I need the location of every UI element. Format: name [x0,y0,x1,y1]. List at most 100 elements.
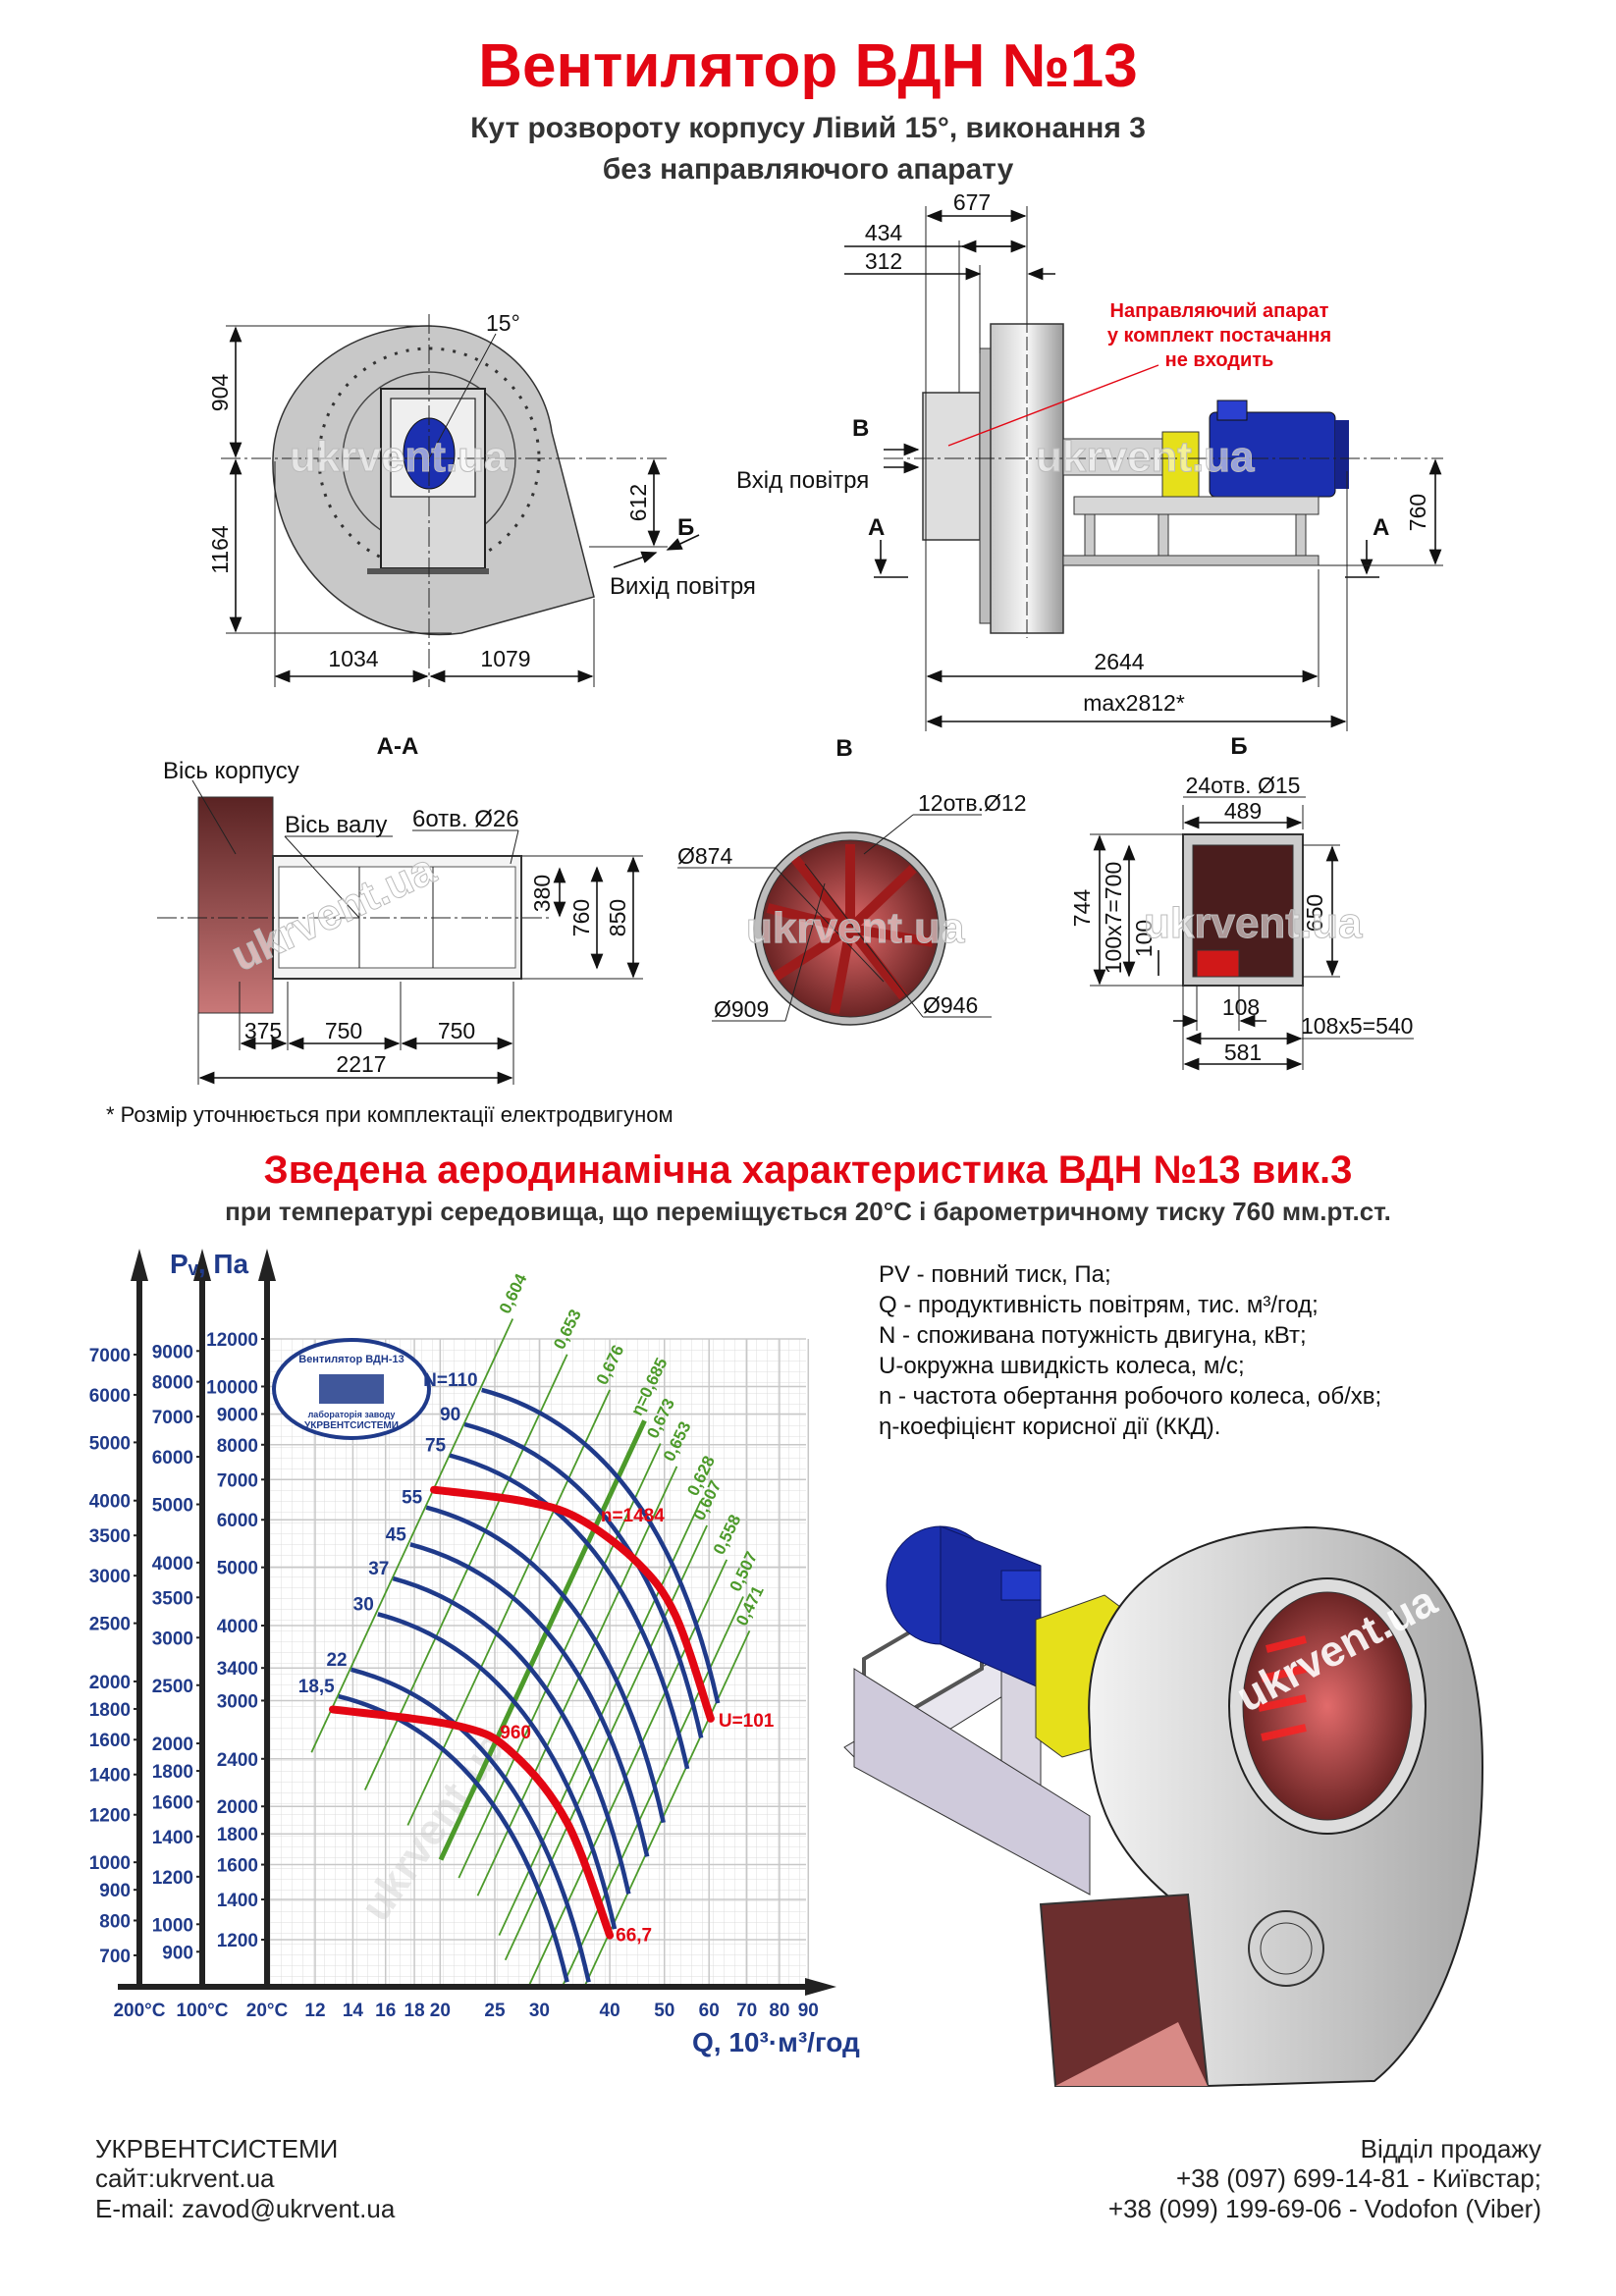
x-tick-label: 40 [600,2001,620,2021]
power-curve-label: 90 [440,1405,460,1425]
chart-logo: Вентилятор ВДН-13 лабораторія заводу УКР… [272,1338,431,1440]
x-tick-label: 70 [736,2001,757,2021]
axis-temperature-label: 20°C [246,2001,289,2021]
footer-phone-vodafone[interactable]: +38 (099) 199-69-06 - Vodofon (Viber) [1108,2194,1541,2223]
view-v-drawing: В 12отв.Ø12 Ø874 Ø909 Ø946 ukrvent.ua [677,735,1027,1026]
y-tick-label: 9000 [152,1342,193,1362]
legend-n-speed: n - частота обертання робочого колеса, о… [879,1383,1381,1410]
power-curve [377,1612,618,1930]
axis-temperature-label: 100°C [176,2001,228,2021]
y-tick-label: 1200 [217,1931,258,1951]
inlet-label: Вхід повітря [736,467,869,494]
dim-581: 581 [1224,1040,1262,1065]
y-tick-label: 1800 [217,1825,258,1845]
impeller-blades [766,844,934,1014]
page-subtitle-2: без направляючого апарату [603,153,1014,186]
guide-vane-note-line-2: у комплект постачання [1107,325,1331,347]
outlet-holes-label: 24отв. Ø15 [1186,773,1301,798]
footer-phone-kyivstar[interactable]: +38 (097) 699-14-81 - Київстар; [1176,2163,1541,2193]
dim-489: 489 [1224,798,1262,824]
dim-312: 312 [865,248,902,274]
x-tick-label: 25 [484,2001,506,2021]
x-tick-label: 30 [529,2001,550,2021]
legend-q: Q - продуктивність повітрям, тис. м³/год… [879,1292,1319,1318]
y-tick-label: 700 [99,1947,131,1967]
dim-1034: 1034 [328,646,378,671]
footer-email-link[interactable]: E-mail: zavod@ukrvent.ua [95,2194,396,2223]
power-curve [463,1421,704,1738]
x-tick-label: 18 [404,2001,425,2021]
y-tick-label: 900 [162,1943,193,1963]
power-curve [425,1505,666,1824]
power-curve-label: 55 [402,1488,423,1509]
y-tick-label: 7000 [152,1408,193,1428]
power-curve-label: 45 [386,1524,407,1545]
logo-bottom-text: УКРВЕНТСИСТЕМИ [304,1420,399,1431]
legend-eta: η-коефіцієнт корисної дії (ККД). [879,1414,1220,1440]
y-tick-label: 1000 [152,1915,193,1936]
outlet-label: Вихід повітря [610,573,756,600]
y-axis-arrow-icon [131,1249,148,1281]
watermark: ukrvent.ua [1036,433,1255,481]
power-curve-label: 30 [353,1594,374,1615]
y-tick-label: 1400 [152,1828,193,1848]
y-tick-label: 5000 [217,1559,258,1579]
dim-100: 100 [1131,920,1157,957]
footer-sales-dept: Відділ продажу [1361,2134,1541,2163]
dim-108: 108 [1222,994,1260,1020]
power-curve [392,1575,631,1895]
dim-1164: 1164 [207,525,233,574]
power-curve-label: 22 [326,1650,347,1671]
watermark: ukrvent.ua [746,904,965,952]
page-title: Вентилятор ВДН №13 [478,32,1137,100]
x-tick-label: 16 [375,2001,396,2021]
y-tick-label: 1600 [152,1792,193,1813]
y-axis-label: Pᵥ, Па [170,1249,249,1279]
footer-site-link[interactable]: сайт:ukrvent.ua [95,2163,275,2193]
dim-850: 850 [605,899,630,936]
y-tick-label: 8000 [217,1436,258,1457]
footer: УКРВЕНТСИСТЕМИ сайт:ukrvent.ua E-mail: z… [95,2134,1541,2223]
efficiency-line [310,1318,514,1753]
y-tick-label: 1400 [89,1766,131,1787]
dim-700: 100x7=700 [1101,862,1126,974]
y-tick-label: 4000 [152,1554,193,1575]
dim-d909: Ø909 [714,996,769,1022]
dim-540: 108x5=540 [1301,1013,1413,1039]
dim-max-2812: max2812* [1083,690,1185,716]
coupling-guard [1161,431,1200,498]
y-tick-label: 2400 [217,1750,258,1771]
dim-2217: 2217 [336,1051,386,1077]
logo-top-text: Вентилятор ВДН-13 [298,1354,404,1365]
y-tick-label: 7000 [89,1346,131,1366]
legend-pv: PV - повний тиск, Па; [879,1261,1111,1288]
shaft-axis-label: Вісь валу [285,812,387,838]
watermark: ukrvent.ua [290,433,509,481]
dim-2644: 2644 [1094,649,1144,674]
view-v-title: В [835,735,852,762]
x-axis-label: Q, 10³·м³/год [692,2027,860,2057]
power-curve [409,1542,650,1857]
y-tick-label: 6000 [152,1448,193,1468]
tip-speed-label: 66,7 [616,1926,652,1947]
y-tick-label: 1400 [217,1891,258,1911]
aerodynamic-chart: ukrvent.ua Вентилятор ВДН-13 лабораторія… [89,1249,860,2057]
dim-760-side: 760 [1405,494,1430,531]
x-tick-label: 12 [304,2001,325,2021]
section-a-a-title: А-А [377,733,419,760]
dim-1079: 1079 [480,646,530,671]
x-tick-label: 60 [699,2001,720,2021]
inlet-holes-label: 12отв.Ø12 [918,790,1027,816]
y-tick-label: 4000 [89,1492,131,1513]
dim-750-b: 750 [438,1018,475,1043]
page-subtitle: Кут розвороту корпусу Лівий 15°, виконан… [470,112,1146,144]
legend-u: U-окружна швидкість колеса, м/с; [879,1353,1245,1379]
dim-d874: Ø874 [677,843,732,869]
y-tick-label: 3000 [217,1691,258,1712]
speed-curve-label: 960 [500,1723,531,1743]
efficiency-label: 0,604 [496,1270,531,1316]
outlet-blade [1196,949,1240,978]
y-tick-label: 2000 [217,1797,258,1818]
dim-744: 744 [1069,889,1095,928]
view-b-drawing: Б 24отв. Ø15 489 744 100x7=700 100 650 1… [1069,733,1414,1071]
